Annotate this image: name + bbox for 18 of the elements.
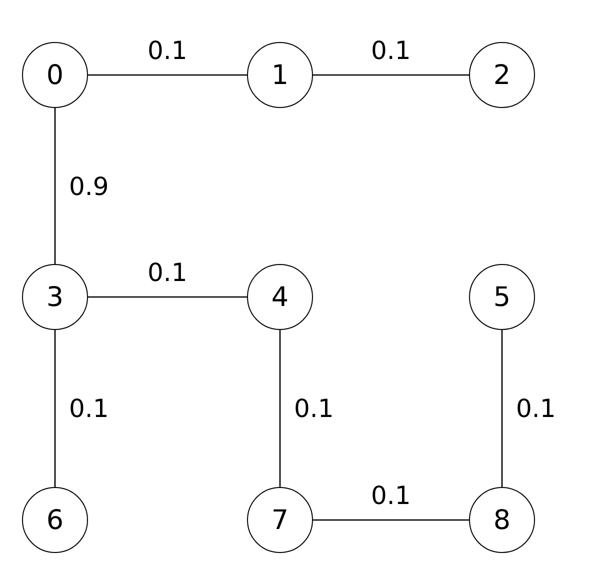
edge-label: 0.9	[69, 174, 109, 198]
node-label: 4	[271, 282, 289, 312]
node-label: 8	[493, 504, 511, 536]
edge-line	[88, 296, 247, 298]
edge-line	[313, 74, 469, 76]
node-label: 2	[493, 60, 511, 90]
edge-line	[501, 330, 503, 487]
edge-line	[88, 74, 247, 76]
node-label: 5	[493, 282, 511, 312]
edge-line	[54, 108, 56, 264]
node-label: 0	[46, 60, 64, 90]
node-label: 6	[46, 504, 64, 536]
edge-line	[54, 330, 56, 487]
node-label: 3	[46, 282, 64, 312]
node-label: 1	[271, 60, 289, 90]
node-label: 7	[271, 504, 289, 536]
edge-line	[313, 519, 469, 521]
edge-line	[279, 330, 281, 487]
